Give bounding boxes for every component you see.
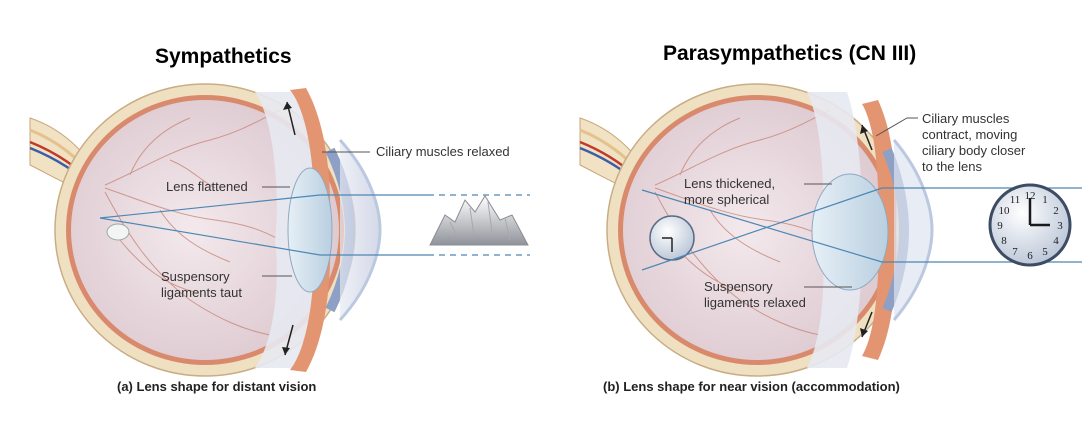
clock-numeral: 7 [1012,246,1018,258]
ciliary-muscle [290,88,331,372]
distant-vision-panel: Sympathetics Ciliary muscles relaxed Len… [29,45,530,394]
clock-numeral: 4 [1053,235,1059,247]
label-lens-thickened: Lens thickened, [684,176,776,191]
eye-diagram-distant [29,83,530,377]
light-rays [99,194,530,256]
label-ligaments-relaxed: ligaments relaxed [704,295,806,310]
lens-flattened [287,167,333,293]
caption-distant-vision: (a) Lens shape for distant vision [117,379,317,394]
label-ciliary-3: ciliary body closer [922,143,1026,158]
retinal-vessels [104,109,281,336]
clock-numeral: 10 [999,205,1011,217]
clock-numeral: 3 [1057,220,1063,232]
heading-sympathetics: Sympathetics [155,45,292,68]
label-ciliary-4: to the lens [922,159,982,174]
label-lens-flattened: Lens flattened [166,179,248,194]
inverted-image-mountain [106,223,130,241]
mountain-icon [429,195,529,246]
label-suspensory-1: Suspensory [161,269,230,284]
clock-numeral: 1 [1042,194,1048,206]
caption-near-vision: (b) Lens shape for near vision (accommod… [603,379,900,394]
clock-numeral: 2 [1053,205,1059,217]
clock-numeral: 9 [997,220,1003,232]
clock-numeral: 8 [1001,235,1007,247]
lens-thickened [811,173,889,291]
label-ciliary-1: Ciliary muscles [922,111,1010,126]
inverted-image-clock [649,215,695,261]
cornea [892,139,934,321]
clock-numeral: 5 [1042,246,1048,258]
clock-numeral: 12 [1025,190,1036,202]
label-more-spherical: more spherical [684,192,770,207]
label-ciliary-2: contract, moving [922,127,1018,142]
clock-numeral: 11 [1010,194,1021,206]
leader-lines [262,151,370,277]
heading-parasympathetics: Parasympathetics (CN III) [663,42,917,65]
label-ciliary-muscles-relaxed: Ciliary muscles relaxed [376,144,510,159]
cornea [338,138,382,322]
label-ligaments-taut: ligaments taut [161,285,242,300]
vitreous-chamber [71,100,339,360]
zonule-fan [255,92,320,368]
label-suspensory-2: Suspensory [704,279,773,294]
clock-numeral: 6 [1027,250,1033,262]
leader-lines [804,117,918,288]
